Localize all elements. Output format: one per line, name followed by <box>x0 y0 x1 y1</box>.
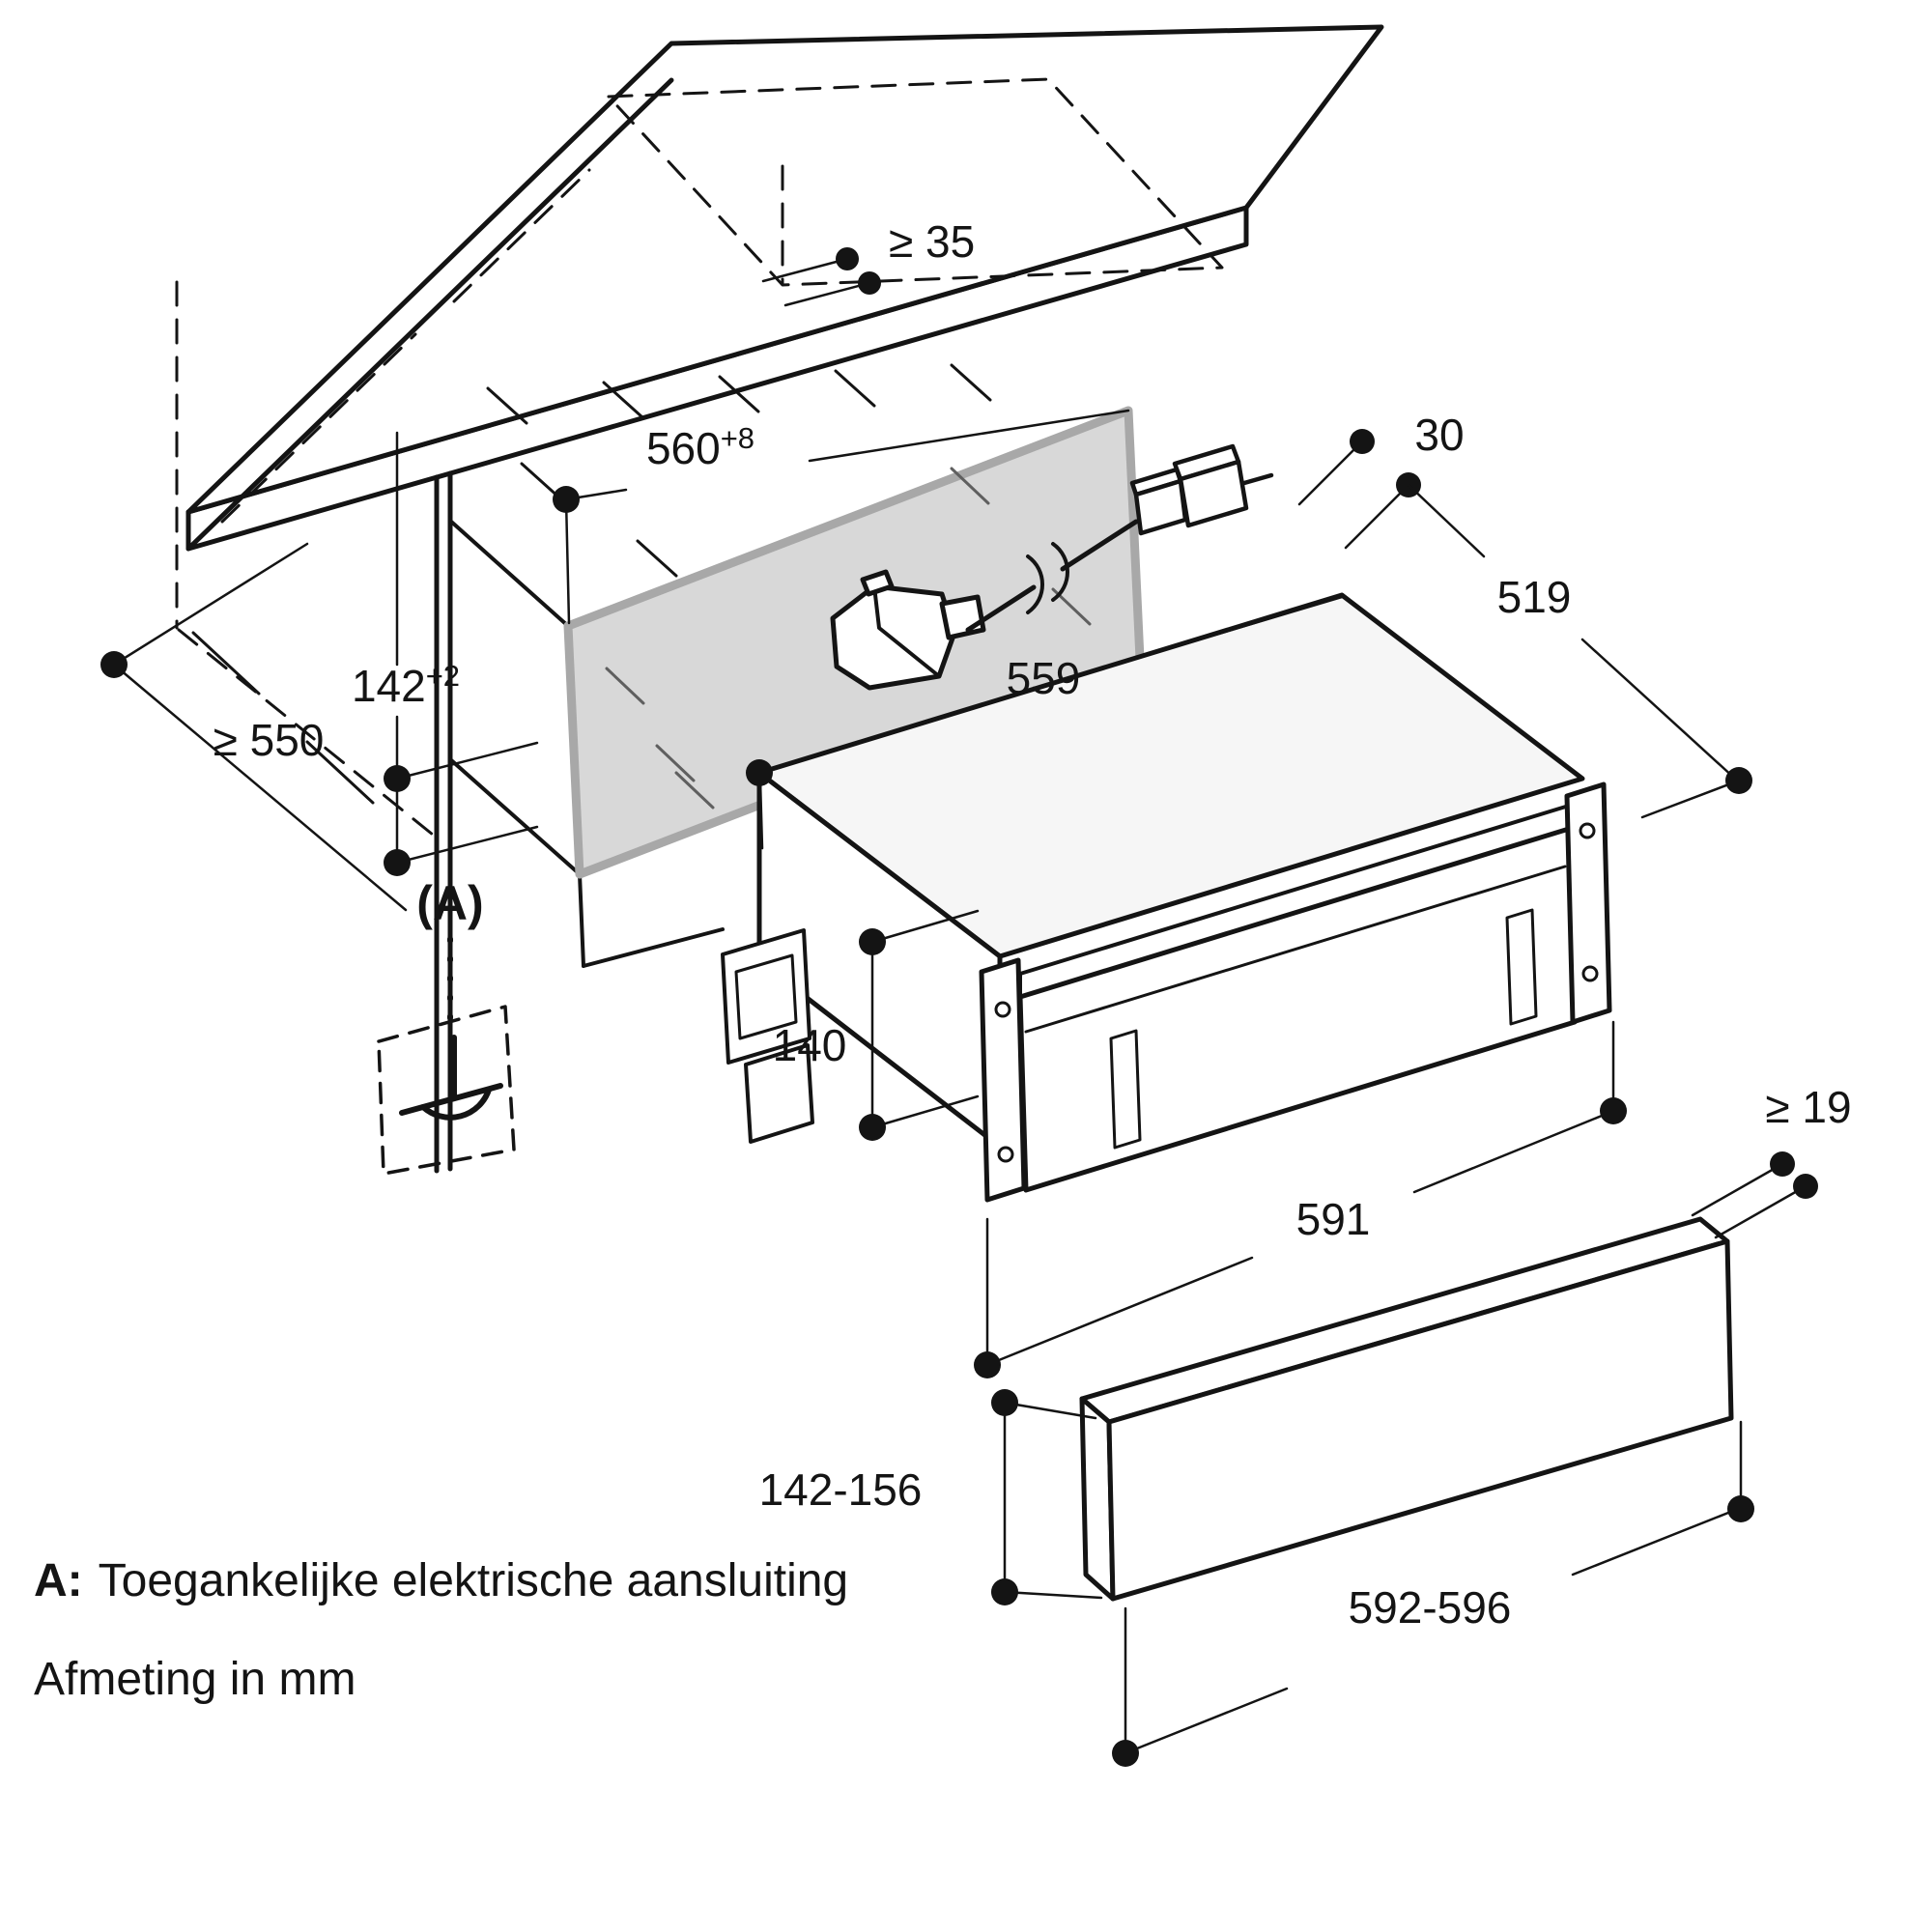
units-note: Afmeting in mm <box>34 1654 356 1705</box>
label-cabinet-depth: ≥ 550 <box>213 715 325 765</box>
niche-cutout-dashed <box>607 77 1224 287</box>
label-appliance-height: 140 <box>773 1020 847 1070</box>
hidden-edges-dashed <box>175 168 992 837</box>
furniture-front-panel <box>1079 1216 1734 1602</box>
dim-cabinet-depth: ≥ 550 <box>100 542 408 912</box>
label-panel-width: 592-596 <box>1349 1582 1512 1633</box>
power-plug-icon <box>830 569 986 691</box>
legend: A:Toegankelijke elektrische aansluiting … <box>34 1555 848 1705</box>
countertop <box>185 24 1384 552</box>
dim-appliance-height: 140 <box>773 909 980 1141</box>
dim-panel-thickness: ≥ 19 <box>1691 1082 1852 1239</box>
power-cable <box>965 519 1139 633</box>
svg-text:A:Toegankelijke elektrische aa: A: Toegankelijke elektrische aansluiting <box>34 1555 848 1606</box>
dim-front-width-591: 591 <box>974 1020 1627 1378</box>
label-niche-width: 560+8 <box>646 421 754 473</box>
dim-clearance-top: ≥ 35 <box>761 216 975 307</box>
dim-rear-gap: 30 <box>1297 410 1465 550</box>
label-callout-A: (A) <box>416 876 483 930</box>
base-cabinet <box>434 470 725 1174</box>
mounting-bracket-right <box>1564 781 1612 1025</box>
legend-key: A: <box>34 1555 83 1606</box>
handle-slot-right <box>1505 908 1538 1026</box>
socket-outlet-icon <box>399 1035 503 1121</box>
dim-panel-width: 592-596 <box>1112 1420 1754 1767</box>
label-panel-thickness: ≥ 19 <box>1765 1082 1851 1132</box>
dim-panel-height: 142-156 <box>759 1389 1103 1605</box>
label-panel-height: 142-156 <box>759 1464 923 1515</box>
appliance-drawer <box>721 592 1612 1203</box>
mounting-bracket-left <box>979 957 1027 1203</box>
dim-depth-519: 519 <box>1407 483 1752 819</box>
handle-slot-left <box>1109 1029 1142 1150</box>
label-clearance-top: ≥ 35 <box>889 216 975 267</box>
cable-connector <box>1129 443 1274 536</box>
callout-A: (A) <box>377 876 516 1176</box>
socket-plane-dashed <box>377 1005 516 1176</box>
label-rear-gap: 30 <box>1414 410 1464 460</box>
anti-tip-bracket <box>721 928 814 1144</box>
label-niche-height: 142+2 <box>352 659 460 711</box>
label-appliance-width: 559 <box>1007 653 1081 703</box>
dim-niche-height: 142+2 <box>352 431 539 876</box>
label-depth: 519 <box>1497 572 1572 622</box>
label-front-width: 591 <box>1296 1194 1371 1244</box>
dim-niche-width: 560+8 <box>553 409 1130 625</box>
dim-appliance-width: 559 <box>746 595 1344 850</box>
legend-text: Toegankelijke elektrische aansluiting <box>99 1555 848 1606</box>
